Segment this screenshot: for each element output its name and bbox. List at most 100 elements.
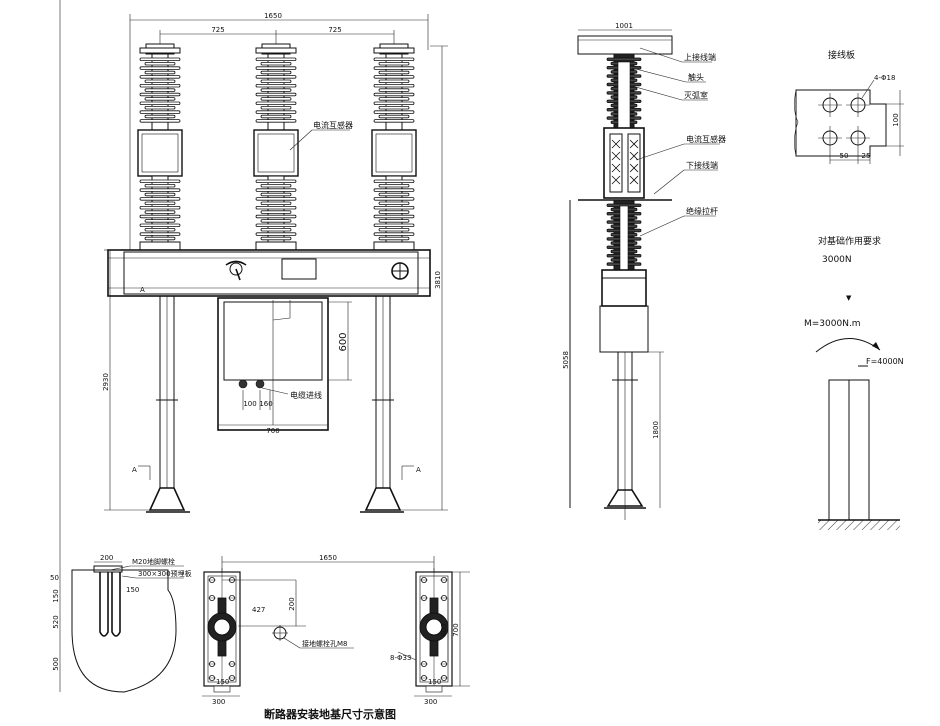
base-flange xyxy=(139,241,181,251)
insulator-shed xyxy=(255,179,297,183)
insulating-rod xyxy=(619,205,629,271)
insulator-shed xyxy=(260,183,292,188)
insulator-shed xyxy=(373,110,415,114)
insulator-shed xyxy=(260,106,292,110)
foot-plate xyxy=(425,685,443,693)
label-plan-holes: 8-Φ33 xyxy=(390,654,411,662)
sec-dim-left-2: 150 xyxy=(52,589,60,602)
insulator-shed xyxy=(260,114,292,119)
counter-dial-icon xyxy=(391,262,409,280)
insulator-shed xyxy=(139,119,181,123)
front-dim-right: 3810 2930 xyxy=(102,45,448,511)
insulator-shed xyxy=(260,70,292,75)
sec-dim-left-4: 500 xyxy=(52,657,60,670)
label-insulating-rod: 绝缘拉杆 xyxy=(686,206,718,216)
plan-dim-small-3: 150 xyxy=(428,678,441,686)
dim-right-span: 725 xyxy=(328,26,341,34)
insulator-shed xyxy=(144,114,176,119)
ct-housing xyxy=(253,129,299,177)
insulator-shed xyxy=(373,66,415,70)
insulator-shed xyxy=(606,57,642,61)
insulator-shed xyxy=(144,183,176,188)
insulator-shed xyxy=(144,106,176,110)
insulator-shed xyxy=(255,57,297,61)
insulator-shed xyxy=(255,232,297,236)
insulator-shed xyxy=(139,57,181,61)
insulator-shed xyxy=(139,75,181,79)
insulator-shed xyxy=(260,210,292,214)
insulator-shed xyxy=(373,197,415,201)
moment-value: M=3000N.m xyxy=(804,319,861,329)
label-upper-terminal: 上接线端 xyxy=(684,52,716,62)
plan-dim-plate-height-2: 700 xyxy=(452,623,460,636)
base-flange xyxy=(373,241,415,251)
foot-plate xyxy=(213,685,231,693)
force-arrow: ▼ xyxy=(846,294,852,302)
insulator-shed xyxy=(260,201,292,205)
plan-dim-small-1: 150 xyxy=(216,678,229,686)
vertical-force: 3000N xyxy=(822,255,852,265)
insulator-shed xyxy=(139,92,181,97)
insulator-shed xyxy=(144,192,176,197)
insulator-shed xyxy=(378,106,410,110)
insulator-shed xyxy=(378,79,410,83)
insulator-shed xyxy=(139,197,181,201)
dim-cable-gap-1: 100 xyxy=(243,400,256,408)
insulator-shed xyxy=(373,205,415,210)
insulator-shed xyxy=(139,188,181,192)
ct-inner xyxy=(375,133,413,173)
plan-dim-plate-height-1: 600 xyxy=(440,623,448,636)
insulator-shed xyxy=(144,210,176,214)
insulator-shed xyxy=(260,79,292,83)
insulator-shed xyxy=(139,101,181,105)
insulator-shed xyxy=(373,223,415,227)
insulator-shed xyxy=(378,227,410,232)
insulator-shed xyxy=(378,183,410,188)
insulator-shed xyxy=(260,227,292,232)
insulator-shed xyxy=(378,219,410,223)
side-upper-insulator xyxy=(606,53,642,129)
insulator-shed xyxy=(255,84,297,88)
side-ct-coils xyxy=(611,139,639,185)
insulator-shed xyxy=(255,188,297,192)
control-box: 600 700 100 160 电缆进线 xyxy=(217,297,352,435)
nameplate xyxy=(281,258,317,280)
ct-coil-mark xyxy=(611,139,621,149)
insulator-shed xyxy=(373,57,415,61)
foundation-load-title: 对基础作用要求 xyxy=(818,235,881,247)
ct-housing xyxy=(137,129,183,177)
insulator-shed xyxy=(144,97,176,101)
insulator-shed xyxy=(144,62,176,66)
label-anchor-bolt: M20地脚螺栓 xyxy=(132,557,175,566)
insulator-shed xyxy=(378,97,410,101)
insulator-shed xyxy=(373,188,415,192)
insulator-shed xyxy=(378,210,410,214)
insulator-shed xyxy=(260,192,292,197)
insulator-shed xyxy=(260,219,292,223)
front-dim-top: 1650 725 725 xyxy=(129,12,429,250)
pole-columns xyxy=(137,43,417,251)
plan-dim-offset-1: 427 xyxy=(252,606,265,614)
insulator-shed xyxy=(378,88,410,92)
dim-plate-height: 100 xyxy=(892,113,900,126)
side-view: 1001 1800 5058 上接线端 触头 灭弧室 电流互 xyxy=(562,22,726,520)
insulator-shed xyxy=(373,179,415,183)
foundation-plan: 1650 427 200 接地螺栓孔M8 600 700 8-Φ33 150 3… xyxy=(202,554,470,706)
anchor-ring-hole xyxy=(425,618,443,636)
insulator-shed xyxy=(144,201,176,205)
insulator-shed xyxy=(373,119,415,123)
ct-coil-mark xyxy=(629,151,639,161)
insulator-shed xyxy=(144,88,176,92)
sec-dim-top: 200 xyxy=(100,554,113,562)
dim-cable-gap-2: 160 xyxy=(259,400,272,408)
ct-coil-mark xyxy=(629,163,639,173)
support-legs: A A xyxy=(132,295,421,513)
ct-coil-mark xyxy=(611,175,621,185)
insulator-shed xyxy=(255,92,297,97)
ct-housing xyxy=(371,129,417,177)
ground-hole-icon xyxy=(272,625,288,641)
insulator-shed xyxy=(144,219,176,223)
pole-3 xyxy=(371,43,417,251)
insulator-shed xyxy=(144,79,176,83)
